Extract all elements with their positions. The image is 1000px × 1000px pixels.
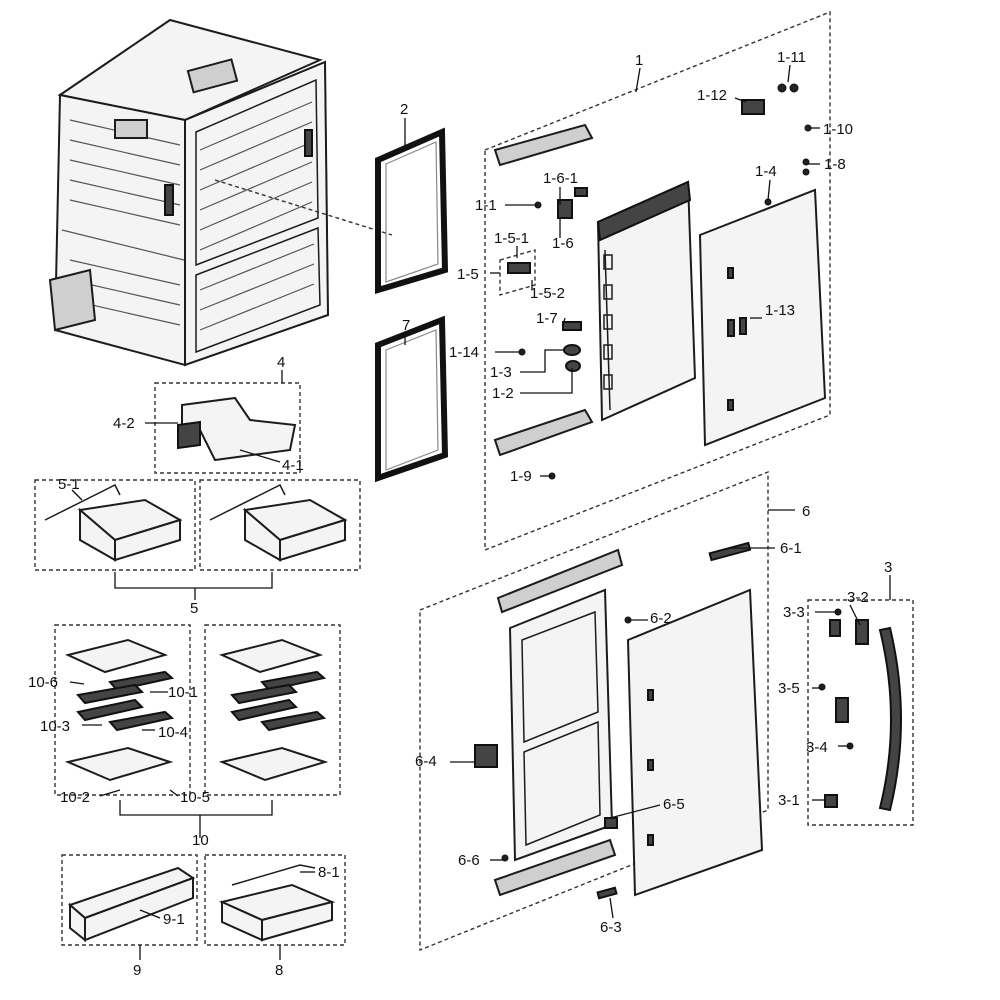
door-gasket-lower — [375, 315, 449, 483]
label-1-5: 1-5 — [457, 266, 479, 283]
label-6-3: 6-3 — [600, 919, 622, 936]
assembly-4-box — [154, 382, 301, 474]
door-outer-panel — [698, 188, 827, 447]
label-4: 4 — [277, 354, 285, 371]
label-1-8: 1-8 — [824, 156, 846, 173]
label-1-11: 1-11 — [777, 49, 806, 66]
label-3-3: 3-3 — [783, 604, 805, 621]
label-3-5: 3-5 — [778, 680, 800, 697]
label-1-9: 1-9 — [510, 468, 532, 485]
label-6-2: 6-2 — [650, 610, 672, 627]
lower-door-outer-panel — [626, 588, 764, 897]
label-5: 5 — [190, 600, 198, 617]
assembly-5-box-left — [34, 479, 196, 571]
label-10-3: 10-3 — [40, 718, 70, 735]
label-1: 1 — [635, 52, 643, 69]
hinge-bracket-1-12 — [741, 99, 765, 115]
label-6-6: 6-6 — [458, 852, 480, 869]
label-1-10: 1-10 — [823, 121, 853, 138]
label-3: 3 — [884, 559, 892, 576]
label-1-6-1: 1-6-1 — [543, 170, 578, 187]
cabinet-to-gasket-leader — [214, 179, 393, 236]
handle-3 — [818, 608, 902, 812]
assembly-10-box-right — [204, 624, 341, 796]
bracket-5 — [114, 572, 273, 589]
label-1-1: 1-1 — [475, 197, 497, 214]
label-1-13: 1-13 — [765, 302, 795, 319]
label-1-12: 1-12 — [697, 87, 727, 104]
label-10-5: 10-5 — [180, 789, 210, 806]
door-inner-liner — [596, 180, 697, 422]
assembly-1-box — [484, 10, 831, 552]
label-8: 8 — [275, 962, 283, 979]
label-1-3: 1-3 — [490, 364, 512, 381]
hinge-pin-1-11 — [777, 83, 799, 93]
label-2: 2 — [400, 101, 408, 118]
label-1-5-1: 1-5-1 — [494, 230, 529, 247]
refrigerator-cabinet — [48, 18, 330, 367]
label-9-1: 9-1 — [163, 911, 185, 928]
basket-8 — [218, 864, 336, 942]
part-labels: 1 1-1 1-2 1-3 1-4 1-5 1-5-1 1-5-2 1-6 1-… — [28, 49, 892, 979]
door-bottom-cap — [493, 408, 594, 457]
basket-9 — [68, 866, 196, 943]
label-10-4: 10-4 — [158, 724, 188, 741]
tray-10-left — [64, 638, 175, 782]
label-1-4: 1-4 — [755, 163, 777, 180]
small-parts-1-7-1-3-1-2 — [562, 321, 582, 372]
assembly-3-box — [807, 599, 914, 826]
label-10-1: 10-1 — [168, 684, 198, 701]
label-4-1: 4-1 — [282, 457, 304, 474]
lower-door-top-cap — [496, 548, 624, 614]
assembly-5-box-right — [199, 479, 361, 571]
label-6-4: 6-4 — [415, 753, 437, 770]
door-gasket-upper — [375, 127, 449, 295]
label-1-6: 1-6 — [552, 235, 574, 252]
label-3-2: 3-2 — [847, 589, 869, 606]
label-6: 6 — [802, 503, 810, 520]
label-10: 10 — [192, 832, 209, 849]
label-5-1: 5-1 — [58, 476, 80, 493]
label-6-5: 6-5 — [663, 796, 685, 813]
label-4-2: 4-2 — [113, 415, 135, 432]
lower-door-frame — [508, 588, 614, 862]
bin-4 — [177, 396, 297, 462]
label-8-1: 8-1 — [318, 864, 340, 881]
tray-10-right — [218, 638, 329, 782]
label-10-2: 10-2 — [60, 789, 90, 806]
drawer-5-left — [44, 483, 183, 562]
drawer-5-right — [209, 483, 348, 562]
label-9: 9 — [133, 962, 141, 979]
label-7: 7 — [402, 317, 410, 334]
label-10-6: 10-6 — [28, 674, 58, 691]
label-3-1: 3-1 — [778, 792, 800, 809]
lower-door-bottom-cap — [493, 838, 617, 897]
hinge-parts-1-5 — [499, 249, 536, 296]
door-top-cap — [493, 123, 594, 167]
bracket-10 — [119, 800, 273, 816]
label-1-14: 1-14 — [449, 344, 479, 361]
label-6-1: 6-1 — [780, 540, 802, 557]
assembly-8-box — [204, 854, 346, 946]
hinge-parts-1-6 — [557, 187, 588, 219]
label-3-4: 3-4 — [806, 739, 828, 756]
leader-lines — [69, 64, 891, 960]
assembly-10-box-left — [54, 624, 191, 796]
label-1-2: 1-2 — [492, 385, 514, 402]
label-1-7: 1-7 — [536, 310, 558, 327]
label-1-5-2: 1-5-2 — [530, 285, 565, 302]
assembly-6-box — [419, 470, 769, 952]
